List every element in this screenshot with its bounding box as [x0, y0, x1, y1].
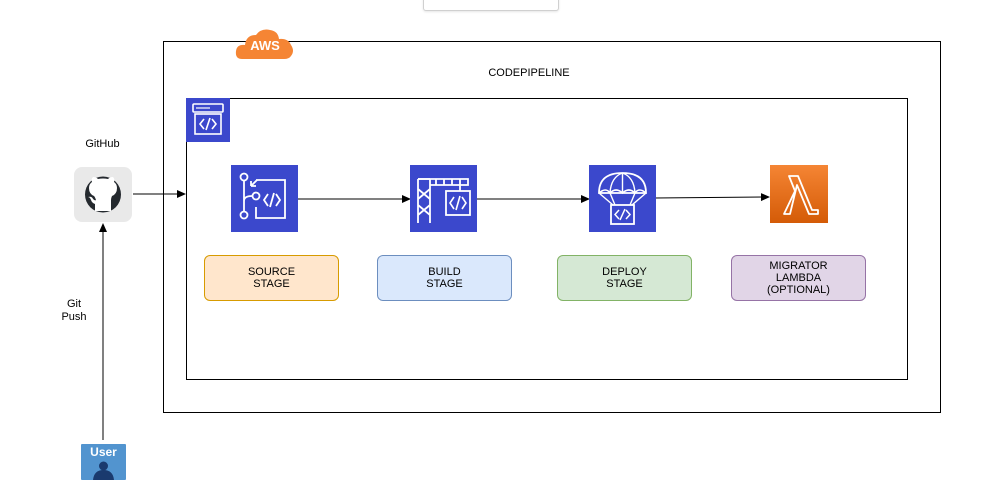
- codebuild-icon: [410, 165, 477, 232]
- github-icon: [74, 167, 132, 222]
- lambda-stage-label: MIGRATOR LAMBDA (OPTIONAL): [767, 260, 830, 296]
- git-push-label: Git Push: [50, 298, 98, 324]
- floating-toolbar[interactable]: [423, 0, 559, 11]
- deploy-stage-label: DEPLOY STAGE: [602, 266, 647, 290]
- codepipeline-group: [186, 98, 908, 380]
- codepipeline-icon: [186, 98, 230, 142]
- source-stage-box: SOURCE STAGE: [204, 255, 339, 301]
- deploy-stage-box: DEPLOY STAGE: [557, 255, 692, 301]
- lambda-stage-box: MIGRATOR LAMBDA (OPTIONAL): [731, 255, 866, 301]
- deploy-to-lambda-arrow: [654, 193, 770, 202]
- aws-cloud-icon: AWS: [234, 26, 296, 61]
- codedeploy-icon: [589, 165, 656, 232]
- user-icon: User: [81, 444, 126, 480]
- build-stage-label: BUILD STAGE: [426, 266, 463, 290]
- codecommit-icon: [231, 165, 298, 232]
- source-stage-label: SOURCE STAGE: [247, 266, 296, 290]
- github-label: GitHub: [85, 138, 120, 150]
- codepipeline-title: CODEPIPELINE: [488, 67, 570, 79]
- user-label: User: [90, 445, 117, 459]
- aws-badge-label: AWS: [250, 38, 280, 53]
- aws-cloud-group: [163, 41, 941, 413]
- lambda-icon: [770, 165, 828, 223]
- build-stage-box: BUILD STAGE: [377, 255, 512, 301]
